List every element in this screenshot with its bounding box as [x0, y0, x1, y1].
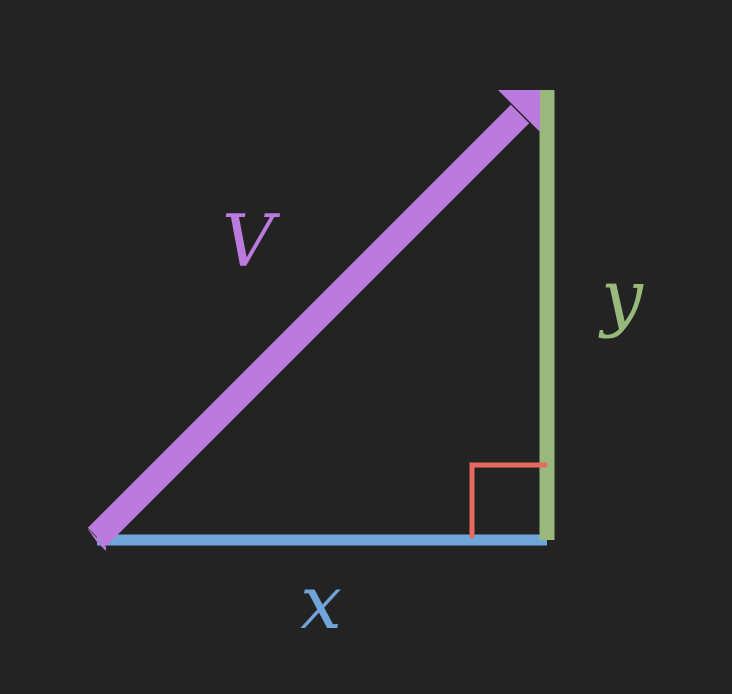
vector-v-shaft [87, 104, 530, 547]
vector-label-v: V [222, 199, 281, 283]
right-angle-marker-icon [469, 462, 547, 538]
horizontal-label-x: x [300, 560, 342, 646]
vector-v-tail [87, 528, 106, 551]
vertical-label-y: y [598, 254, 644, 340]
arrowhead-icon [498, 90, 540, 132]
